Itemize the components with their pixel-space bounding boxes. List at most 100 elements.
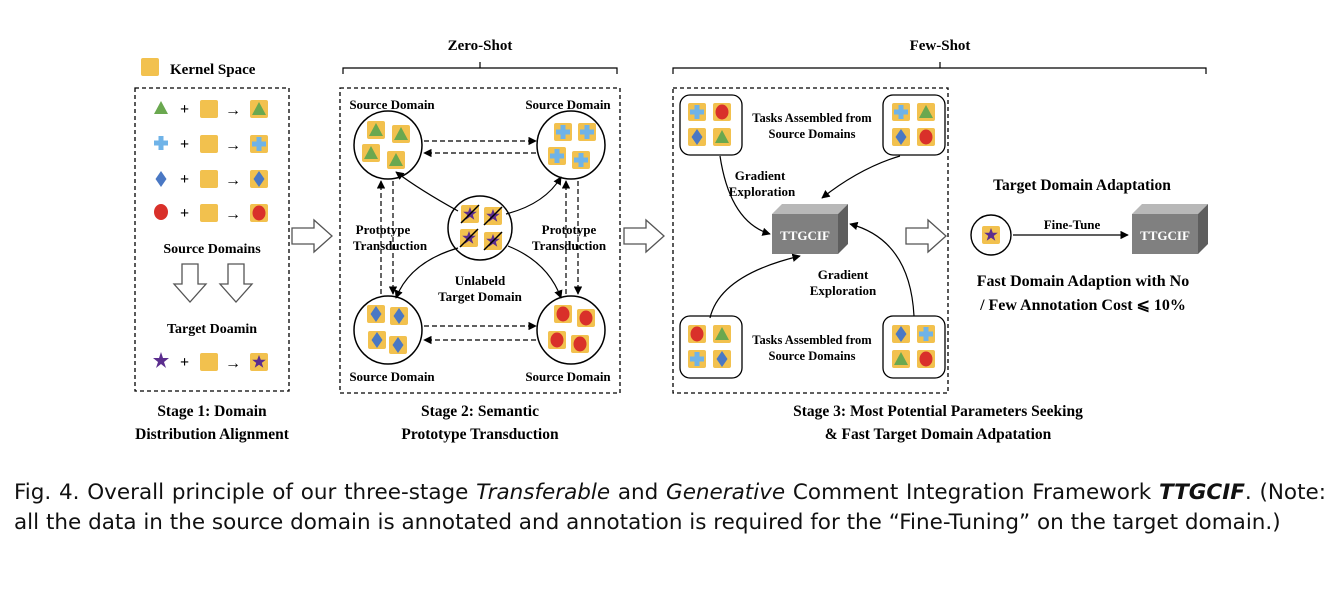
source-domain-circle — [536, 295, 606, 365]
gradient-arrow — [719, 155, 771, 236]
few-shot-header: Few-Shot — [910, 38, 971, 54]
kernel-icon — [200, 170, 218, 188]
caption-bold: TTGCIF — [1158, 480, 1245, 505]
source-domain-label: Source Domain — [525, 369, 611, 384]
plus-sign: + — [180, 136, 189, 153]
triangle-row: + → — [154, 100, 268, 119]
unlabeled-target-label: Unlabeld — [455, 273, 506, 288]
cross-row: + → — [154, 135, 268, 154]
kernel-icon — [200, 353, 218, 371]
plus-sign: + — [180, 205, 189, 222]
projection-arrow — [394, 247, 459, 299]
prototype-transduction-label: Prototype — [542, 222, 597, 237]
circle-row: + → — [154, 204, 268, 223]
caption-prefix: Fig. 4. Overall principle of our three-s… — [14, 480, 477, 505]
stage2-panel: Source Domain Source Domain Source Domai… — [339, 87, 621, 443]
gradient-arrow — [709, 253, 801, 319]
adaptation-description: Fast Domain Adaption with No — [977, 273, 1189, 290]
triangle-kernel-icon — [250, 100, 268, 118]
stage2-title: Stage 2: Semantic — [421, 403, 539, 420]
gradient-arrow — [849, 221, 915, 317]
zero-shot-header: Zero-Shot — [448, 38, 513, 54]
projection-arrow — [395, 171, 459, 212]
stage3-box — [672, 87, 949, 394]
map-arrow: → — [225, 102, 241, 119]
source-domain-label: Source Domain — [525, 97, 611, 112]
task-set-bottom-left — [679, 315, 743, 379]
map-arrow: → — [225, 355, 241, 372]
source-domains-label: Source Domains — [163, 242, 261, 257]
kernel-icon — [200, 100, 218, 118]
zero-shot-brace — [342, 62, 618, 74]
star-row: + → — [153, 352, 268, 372]
star-kernel-icon — [982, 226, 1000, 244]
cross-icon — [154, 136, 168, 150]
gradient-exploration-label: Gradient — [818, 267, 869, 282]
flow-arrow-icon — [623, 219, 665, 253]
kernel-icon — [200, 204, 218, 222]
target-domain-label: Target Doamin — [167, 322, 257, 337]
caption-suffix: . (Note: all the data in the source doma… — [14, 480, 1326, 535]
adaptation-description: / Few Annotation Cost ⩽ 10% — [979, 297, 1186, 314]
framework-diagram: Zero-Shot Few-Shot Kernel Space + → + → … — [134, 38, 1208, 443]
finetune-label: Fine-Tune — [1044, 217, 1101, 232]
kernel-legend-icon — [141, 58, 159, 76]
ttgcif-final-label: TTGCIF — [1140, 228, 1190, 243]
source-domain-diamond — [353, 295, 423, 365]
star-icon — [153, 352, 169, 368]
down-arrow-icon — [173, 263, 207, 303]
caption-italic: Generative — [666, 480, 786, 505]
diamond-row: + → — [155, 170, 268, 189]
unlabeled-target-label: Target Domain — [438, 289, 522, 304]
gradient-exploration-label: Exploration — [810, 283, 877, 298]
diamond-kernel-icon — [250, 170, 268, 188]
stage1-title: Stage 1: Domain — [157, 403, 267, 420]
triangle-icon — [154, 101, 168, 114]
map-arrow: → — [225, 206, 241, 223]
stage1-panel: Kernel Space + → + → + → + → — [134, 58, 290, 443]
circle-icon — [154, 204, 168, 220]
stage3-title: Stage 3: Most Potential Parameters Seeki… — [793, 403, 1083, 420]
flow-arrow-icon — [905, 219, 947, 253]
source-domain-cross — [536, 110, 606, 180]
stage2-box — [339, 87, 621, 394]
map-arrow: → — [225, 137, 241, 154]
tasks-label: Source Domains — [769, 349, 856, 363]
task-set-top-left — [679, 94, 743, 156]
stage3-title: & Fast Target Domain Adpatation — [825, 426, 1052, 443]
caption-italic: Transferable — [476, 480, 611, 505]
projection-arrow — [505, 176, 562, 215]
task-set-top-right — [882, 94, 946, 156]
figure-caption: Fig. 4. Overall principle of our three-s… — [14, 478, 1326, 538]
gradient-exploration-label: Exploration — [729, 184, 796, 199]
flow-arrow-icon — [291, 219, 333, 253]
diamond-icon — [155, 171, 167, 187]
tasks-label: Tasks Assembled from — [752, 111, 872, 125]
projection-arrow — [507, 245, 563, 299]
unlabeled-target-domain — [447, 195, 513, 261]
kernel-icon — [200, 135, 218, 153]
stage1-box — [134, 87, 290, 392]
down-arrow-icon — [219, 263, 253, 303]
star-kernel-icon — [250, 353, 268, 371]
caption-text: Comment Integration Framework — [785, 480, 1159, 505]
stage2-title: Prototype Transduction — [401, 426, 559, 443]
cross-kernel-icon — [250, 135, 268, 153]
adaptation-title: Target Domain Adaptation — [993, 177, 1171, 194]
tasks-label: Source Domains — [769, 127, 856, 141]
prototype-transduction-label: Transduction — [353, 238, 428, 253]
source-domain-triangle — [353, 110, 423, 180]
source-domain-label: Source Domain — [349, 369, 435, 384]
plus-sign: + — [180, 354, 189, 371]
adaptation-panel: Target Domain Adaptation Fine-Tune TTGCI… — [970, 177, 1208, 314]
ttgcif-model-label: TTGCIF — [780, 228, 830, 243]
prototype-transduction-label: Transduction — [532, 238, 607, 253]
plus-sign: + — [180, 171, 189, 188]
kernel-space-label: Kernel Space — [170, 62, 256, 78]
caption-text: and — [610, 480, 667, 505]
stage1-title: Distribution Alignment — [135, 426, 290, 443]
plus-sign: + — [180, 101, 189, 118]
few-shot-brace — [672, 62, 1207, 74]
circle-kernel-icon — [250, 204, 268, 222]
task-set-bottom-right — [882, 315, 946, 379]
